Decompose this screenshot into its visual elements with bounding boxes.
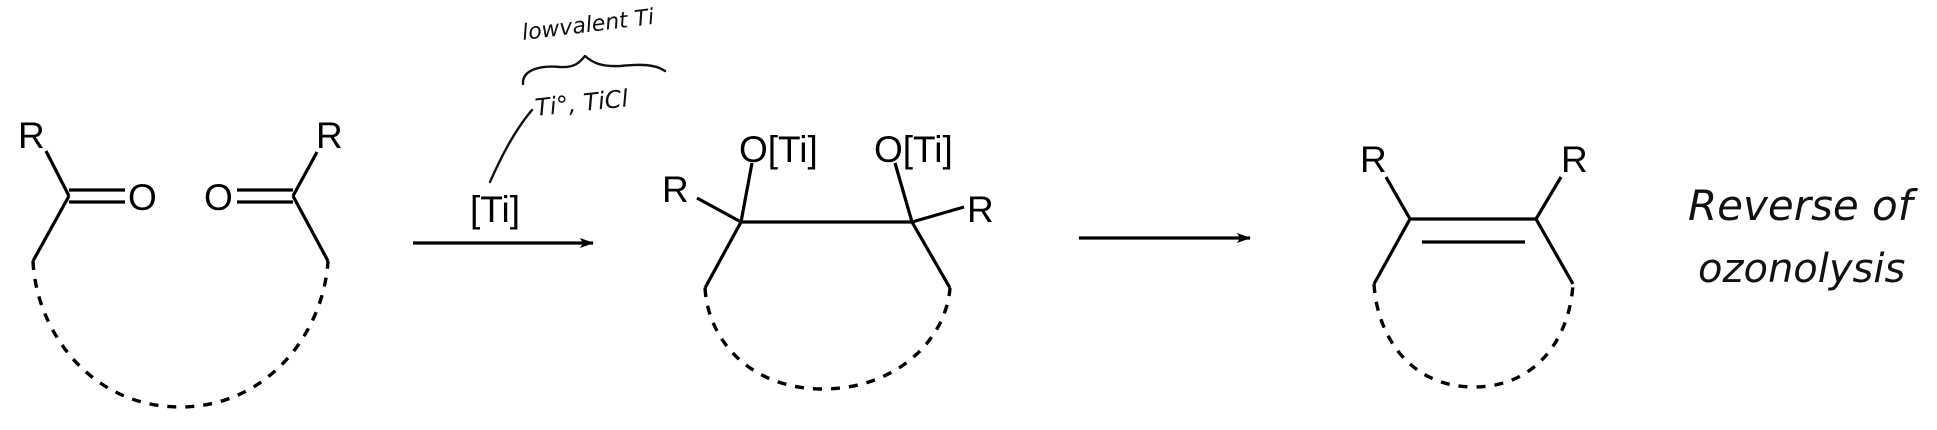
step1-reagent-label: [Ti] (470, 189, 520, 230)
intermediate-right-oxy-bond (893, 162, 914, 223)
product-left-chain-bond (1372, 218, 1412, 285)
intermediate-right-r-bond (911, 205, 965, 224)
reactant-left-oxygen-label: O (128, 177, 157, 218)
note-line-2: ozonolysis (1698, 246, 1905, 292)
product-left-r-label: R (1360, 139, 1387, 180)
product-right-r-label: R (1561, 139, 1588, 180)
product-left-r-bond (1384, 176, 1412, 220)
reactant-diketone: R O O R (18, 115, 343, 409)
intermediate-left-oxy-bond (739, 162, 754, 223)
intermediate-left-r-bond (696, 196, 742, 224)
handwritten-note: Reverse of ozonolysis (1688, 181, 1919, 292)
annotation-connector-line (488, 108, 534, 184)
intermediate-right-oxy-label: O[Ti] (874, 129, 953, 170)
product-right-r-bond (1534, 176, 1563, 220)
reactant-left-r-label: R (18, 115, 45, 156)
intermediate-ring-tether (703, 287, 952, 391)
product-ring-tether (1372, 283, 1575, 389)
reactant-right-oxygen-label: O (204, 177, 233, 218)
reactant-left-chain-bond (31, 195, 71, 262)
intermediate-right-r-label: R (967, 189, 994, 230)
annotation-group-label: lowvalent Ti (521, 5, 656, 46)
reactant-right-r-label: R (316, 115, 343, 156)
reactant-right-r-bond (291, 151, 319, 197)
intermediate-pinacolate: O[Ti] R O[Ti] R (662, 129, 994, 391)
step1: [Ti] Ti°, TiCl lowvalent Ti (413, 5, 667, 248)
annotation-reagent-examples: Ti°, TiCl (534, 84, 630, 122)
product-right-chain-bond (1534, 218, 1575, 285)
reactant-ring-tether (31, 260, 330, 409)
reactant-left-r-bond (44, 150, 71, 197)
product-alkene: R R (1360, 139, 1588, 389)
intermediate-right-chain-bond (910, 221, 952, 289)
annotation-curly-brace (521, 54, 667, 86)
intermediate-left-chain-bond (703, 221, 743, 289)
intermediate-left-r-label: R (662, 169, 689, 210)
note-line-1: Reverse of (1688, 181, 1919, 230)
reactant-right-chain-bond (291, 195, 330, 262)
